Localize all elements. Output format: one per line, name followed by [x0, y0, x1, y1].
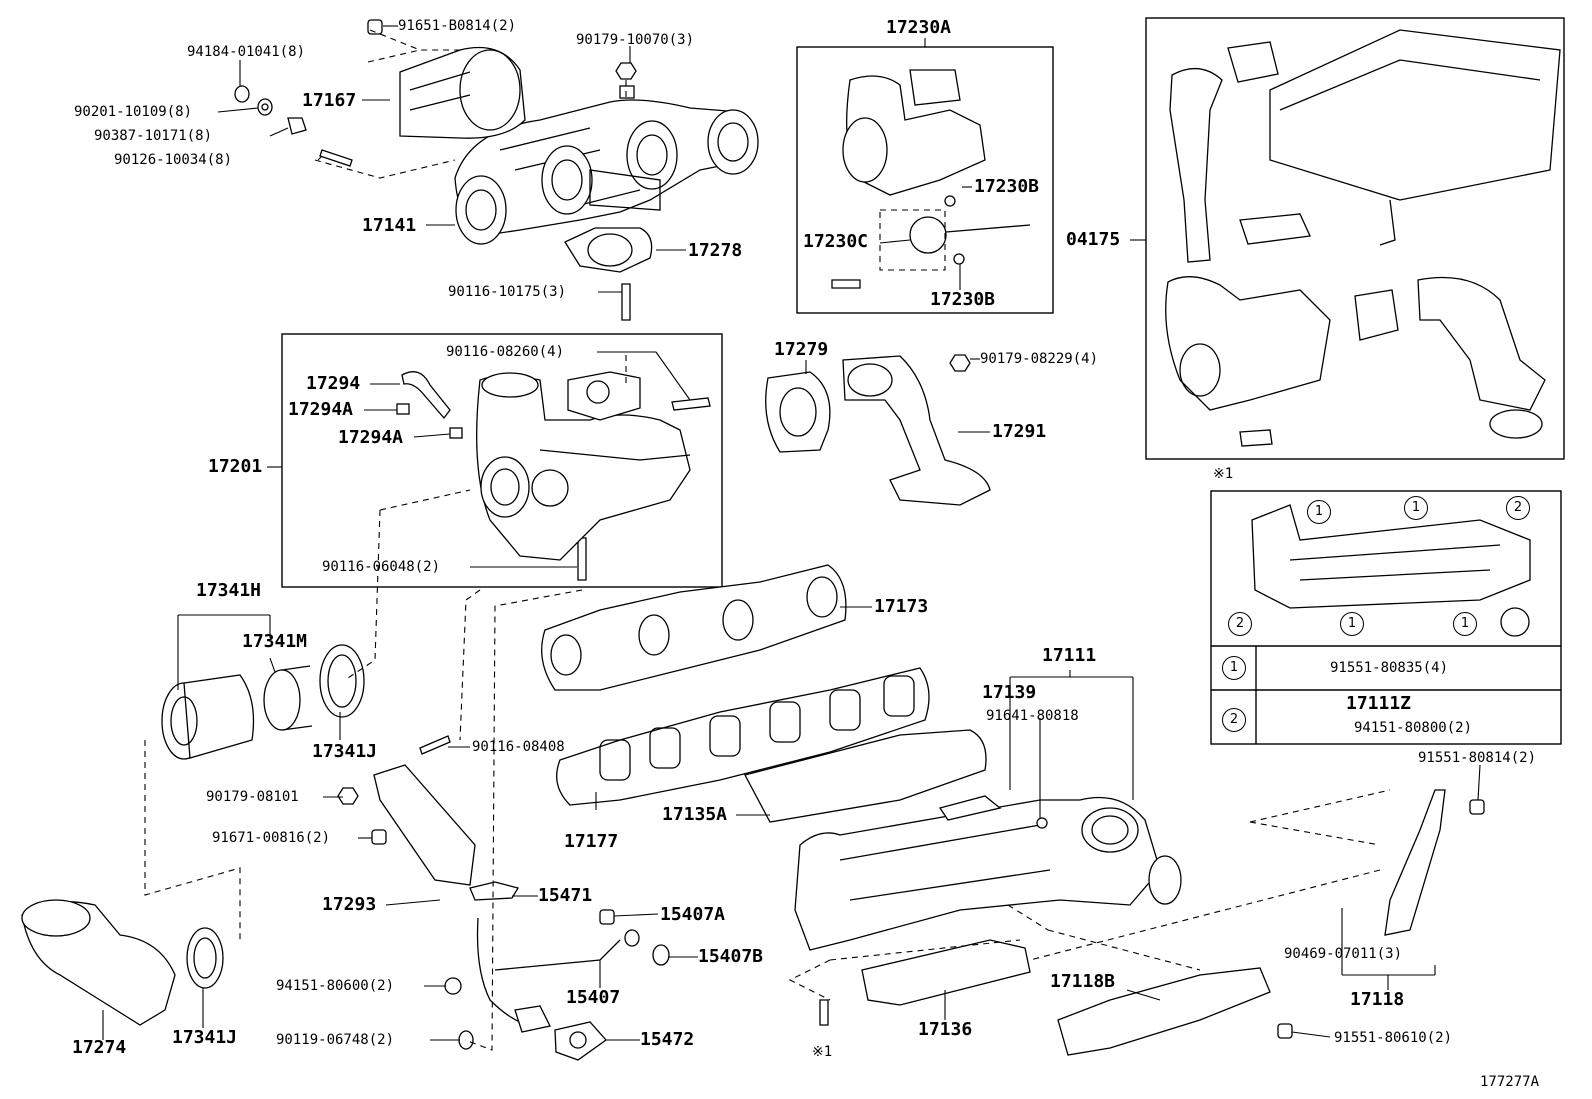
inset-marker-2b: 2	[1228, 612, 1252, 636]
table-marker-1: 1	[1222, 656, 1246, 680]
gasket-17279	[765, 371, 831, 453]
label-94184-01041: 94184-01041(8)	[187, 44, 306, 60]
label-94151-80600: 94151-80600(2)	[276, 978, 395, 994]
label-90116-08260: 90116-08260(4)	[446, 344, 565, 360]
label-90116-06048: 90116-06048(2)	[322, 559, 441, 575]
label-17230B-1: 17230B	[974, 176, 1040, 197]
label-90201-10109: 90201-10109(8)	[74, 104, 193, 120]
turbocharger	[396, 371, 691, 561]
inset-marker-1a: 1	[1307, 500, 1331, 524]
gasket-17278	[564, 227, 653, 273]
label-17230C: 17230C	[803, 231, 869, 252]
note-inset-frame	[1210, 490, 1562, 745]
label-90116-08408: 90116-08408	[472, 739, 565, 755]
label-91551-80610: 91551-80610(2)	[1334, 1030, 1453, 1046]
table-part-94151-80800: 94151-80800(2)	[1354, 720, 1473, 736]
label-17141: 17141	[362, 215, 417, 236]
table-marker-2: 2	[1222, 708, 1246, 732]
label-17118B: 17118B	[1050, 971, 1116, 992]
note-mark-bottom: ※1	[812, 1044, 833, 1060]
table-part-17111Z: 17111Z	[1346, 693, 1412, 714]
label-15471: 15471	[538, 885, 593, 906]
label-17230A: 17230A	[886, 17, 952, 38]
note-mark-top: ※1	[1213, 466, 1234, 482]
label-17139: 17139	[982, 682, 1037, 703]
fasteners-top	[234, 19, 711, 581]
label-17135A: 17135A	[662, 804, 728, 825]
label-17294A-1: 17294A	[288, 399, 354, 420]
label-90116-10175: 90116-10175(3)	[448, 284, 567, 300]
label-17136: 17136	[918, 1019, 973, 1040]
intake-hose	[21, 899, 224, 1026]
inset-marker-1d: 1	[1453, 612, 1477, 636]
label-90179-08101: 90179-08101	[206, 789, 299, 805]
label-17177: 17177	[564, 831, 619, 852]
bracket-17293	[373, 764, 476, 886]
label-15407: 15407	[566, 987, 621, 1008]
label-90126-10034: 90126-10034(8)	[114, 152, 233, 168]
label-17291: 17291	[992, 421, 1047, 442]
label-17341M: 17341M	[242, 631, 308, 652]
label-17111: 17111	[1042, 645, 1097, 666]
label-17341H: 17341H	[196, 580, 262, 601]
label-90387-10171: 90387-10171(8)	[94, 128, 213, 144]
label-91651-b0814: 91651-B0814(2)	[398, 18, 517, 34]
label-17341J-1: 17341J	[312, 741, 378, 762]
label-17341J-2: 17341J	[172, 1027, 238, 1048]
turbocharger-assy-frame	[281, 333, 723, 588]
label-17279: 17279	[774, 339, 829, 360]
turbo-kit-frame	[1145, 17, 1565, 460]
label-17293: 17293	[322, 894, 377, 915]
label-90119-06748: 90119-06748(2)	[276, 1032, 395, 1048]
label-15407A: 15407A	[660, 904, 726, 925]
actuator	[831, 69, 1031, 289]
label-90179-08229: 90179-08229(4)	[980, 351, 1099, 367]
intake-manifold	[794, 795, 1182, 951]
label-17278: 17278	[688, 240, 743, 261]
inset-marker-1c: 1	[1340, 612, 1364, 636]
inset-manifold-sketch	[1251, 504, 1531, 637]
cover-17136	[861, 939, 1031, 1006]
hose-group	[161, 644, 365, 760]
label-91641-80818: 91641-80818	[986, 708, 1079, 724]
label-17167: 17167	[302, 90, 357, 111]
table-part-91551-80835: 91551-80835(4)	[1330, 660, 1449, 676]
label-90179-10070: 90179-10070(3)	[576, 32, 695, 48]
label-15472: 15472	[640, 1029, 695, 1050]
exhaust-manifold	[454, 85, 759, 245]
label-90469-07011: 90469-07011(3)	[1284, 946, 1403, 962]
label-91551-80814: 91551-80814(2)	[1418, 750, 1537, 766]
gasket-17173	[541, 564, 847, 691]
label-17294A-2: 17294A	[338, 427, 404, 448]
insulator-17135A	[744, 729, 987, 823]
diagram-id: 177277A	[1480, 1074, 1540, 1090]
gasket-17177	[556, 667, 930, 806]
label-17294: 17294	[306, 373, 361, 394]
label-17274: 17274	[72, 1037, 127, 1058]
inset-marker-2a: 2	[1506, 496, 1530, 520]
cover-17118B	[1057, 967, 1271, 1056]
label-15407B: 15407B	[698, 946, 764, 967]
exhaust-elbow	[842, 354, 991, 506]
label-04175: 04175	[1066, 229, 1121, 250]
label-17230B-2: 17230B	[930, 289, 996, 310]
label-17173: 17173	[874, 596, 929, 617]
stay-17118	[1384, 789, 1446, 936]
inset-marker-1b: 1	[1404, 496, 1428, 520]
label-17201: 17201	[208, 456, 263, 477]
label-17118: 17118	[1350, 989, 1405, 1010]
label-91671-00816: 91671-00816(2)	[212, 830, 331, 846]
turbo-kit-sketch	[1165, 29, 1561, 447]
heat-insulator	[399, 46, 526, 139]
